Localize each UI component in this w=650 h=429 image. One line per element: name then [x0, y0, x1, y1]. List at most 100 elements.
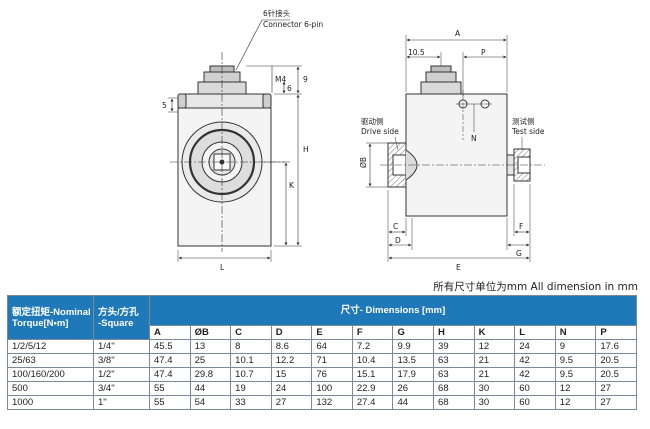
dimension-cell: 21 [473, 367, 516, 382]
column-header: D [270, 325, 313, 340]
dimension-cell: 64 [311, 339, 353, 354]
dimension-cell: 7.2 [351, 339, 394, 354]
dimension-cell: 12.2 [270, 353, 313, 368]
dimension-cell: 12 [554, 395, 597, 410]
side-view [366, 35, 545, 262]
torque-cell: 1000 [7, 395, 94, 410]
dimension-cell: 42 [514, 353, 556, 368]
dimension-cell: 26 [392, 381, 435, 396]
dim-label-N: N [471, 134, 477, 143]
dimension-cell: 100 [311, 381, 353, 396]
dim-label-6: 6 [287, 84, 292, 93]
dimension-cell: 9.5 [554, 367, 597, 382]
dimension-cell: 15.1 [351, 367, 394, 382]
dim-label-G: G [516, 249, 522, 258]
dimension-cell: 68 [433, 395, 475, 410]
dimension-cell: 9.5 [554, 353, 597, 368]
column-header: P [595, 325, 637, 340]
dimension-cell: 13 [189, 339, 232, 354]
dimension-cell: 15 [270, 367, 313, 382]
dim-label-9: 9 [303, 75, 308, 84]
dimension-cell: 19 [230, 381, 272, 396]
dimension-cell: 44 [392, 395, 435, 410]
column-header: G [392, 325, 435, 340]
dimension-cell: 25 [189, 353, 232, 368]
dim-label-E: E [456, 263, 461, 272]
dimension-cell: 17.6 [595, 339, 637, 354]
dimension-cell: 21 [473, 353, 516, 368]
dimension-cell: 10.1 [230, 353, 272, 368]
column-header: E [311, 325, 353, 340]
torque-cell: 500 [7, 381, 94, 396]
dim-label-L: L [220, 263, 225, 272]
test-side-label-en: Test side [511, 127, 545, 136]
dimension-cell: 24 [270, 381, 313, 396]
column-header: N [554, 325, 597, 340]
dimension-cell: 60 [514, 395, 556, 410]
dim-label-F: F [519, 222, 523, 231]
column-header: C [230, 325, 272, 340]
dimension-cell: 33 [230, 395, 272, 410]
torque-cell: 100/160/200 [7, 367, 94, 382]
square-header-line2: -Square [98, 317, 134, 329]
dimension-cell: 45.5 [149, 339, 191, 354]
units-note: 所有尺寸单位为mm All dimension in mm [433, 281, 638, 293]
dimension-cell: 24 [514, 339, 556, 354]
dimension-cell: 13.5 [392, 353, 435, 368]
dimension-cell: 20.5 [595, 353, 637, 368]
dimension-cell: 8.6 [270, 339, 313, 354]
dimension-cell: 42 [514, 367, 556, 382]
square-header-line1: 方头/方孔 [98, 306, 139, 318]
dim-label-P: P [481, 48, 486, 57]
dimension-cell: 44 [189, 381, 232, 396]
dimension-cell: 30 [473, 395, 516, 410]
dimension-cell: 76 [311, 367, 353, 382]
torque-cell: 1/2/5/12 [7, 339, 94, 354]
dimension-cell: 27 [270, 395, 313, 410]
dim-label-C: C [393, 222, 398, 231]
connector-label-en: Connector 6-pin [263, 20, 323, 29]
dimension-cell: 47.4 [149, 367, 191, 382]
dim-label-OB: ØB [359, 157, 368, 168]
torque-header: 额定扭矩-Nominal Torque[N•m] [7, 295, 94, 340]
test-side-label-cn: 测试侧 [512, 116, 535, 126]
torque-header-line1: 额定扭矩-Nominal [12, 306, 91, 318]
dim-label-D: D [395, 236, 401, 245]
dimension-cell: 12 [554, 381, 597, 396]
dimension-cell: 55 [149, 395, 191, 410]
dimension-cell: 27 [595, 395, 637, 410]
dimension-cell: 63 [433, 353, 475, 368]
dimension-cell: 20.5 [595, 367, 637, 382]
dimension-cell: 10.7 [230, 367, 272, 382]
dimension-cell: 47.4 [149, 353, 191, 368]
dimension-cell: 17.9 [392, 367, 435, 382]
square-cell: 1/2" [93, 367, 150, 382]
dimension-cell: 29.8 [189, 367, 232, 382]
square-cell: 1/4" [93, 339, 150, 354]
dimension-cell: 132 [311, 395, 353, 410]
dimension-cell: 27.4 [351, 395, 394, 410]
dimension-cell: 9.9 [392, 339, 435, 354]
dim-label-K: K [289, 181, 295, 190]
connector-label-cn: 6针接头 [263, 8, 291, 18]
technical-drawing: 6针接头 Connector 6-pin L H K 9 6 M4 5 [162, 8, 545, 272]
dimension-cell: 71 [311, 353, 353, 368]
dimension-cell: 8 [230, 339, 272, 354]
dimension-cell: 60 [514, 381, 556, 396]
square-cell: 1" [93, 395, 150, 410]
dimension-cell: 27 [595, 381, 637, 396]
square-cell: 3/8" [93, 353, 150, 368]
column-header: A [149, 325, 191, 340]
square-header: 方头/方孔 -Square [93, 295, 150, 340]
dim-label-A: A [455, 29, 461, 38]
dimension-cell: 55 [149, 381, 191, 396]
dimensions-header: 尺寸- Dimensions [mm] [149, 295, 637, 326]
dim-label-H: H [303, 145, 309, 154]
dimension-cell: 12 [473, 339, 516, 354]
dimension-cell: 68 [433, 381, 475, 396]
drive-side-label-cn: 驱动侧 [361, 116, 384, 126]
